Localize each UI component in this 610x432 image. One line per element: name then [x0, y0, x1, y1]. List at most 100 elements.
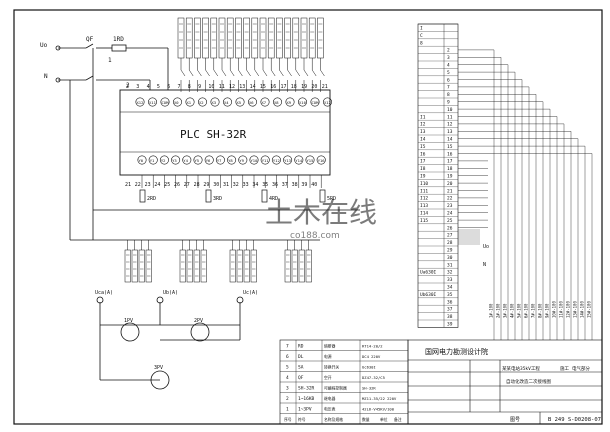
output-terminal	[171, 155, 181, 165]
part-spec: DZ47-32/C5	[362, 375, 385, 380]
watermark-sub: co188.com	[290, 231, 340, 241]
fuse-2rd: 2RD	[147, 196, 156, 202]
part-name: 电压表	[324, 407, 336, 412]
top-terminal-number: 5	[157, 84, 160, 90]
output-terminal-label: Y2	[161, 158, 166, 163]
input-terminal-label: X7	[262, 100, 267, 105]
input-terminal	[322, 97, 332, 107]
output-terminal-label: Y5	[195, 158, 200, 163]
input-terminal-label: X12	[324, 100, 331, 105]
terminal-2: 2	[126, 82, 130, 89]
drop-label: 4#-100	[510, 303, 515, 318]
bottom-terminal-number: 29	[203, 182, 209, 188]
strip-terminal-number: 23	[447, 203, 453, 209]
top-terminal-number: 3	[136, 84, 139, 90]
part-code: 1~16KB	[298, 396, 315, 402]
top-terminal-number: 17	[281, 84, 287, 90]
input-terminal-label: COM	[162, 100, 170, 105]
strip-left-label: Ub630I	[420, 292, 437, 298]
input-terminal	[248, 97, 258, 107]
top-terminal-number: 8	[188, 84, 191, 90]
strip-left-label: I	[420, 26, 423, 32]
strip-terminal-number: 11	[447, 114, 453, 120]
strip-terminal-number: 28	[447, 240, 453, 246]
bottom-terminal-number: 35	[262, 182, 268, 188]
output-terminal	[193, 155, 203, 165]
input-terminal	[210, 97, 220, 107]
strip-terminal-number: 7	[447, 85, 450, 91]
output-terminal-label: Y4	[183, 158, 188, 163]
drop-label: 15#-100	[587, 301, 592, 318]
strip-terminal-number: 15	[447, 144, 453, 150]
strip-terminal-number: 16	[447, 151, 453, 157]
strip-terminal-number: 35	[447, 292, 453, 298]
output-terminal-label: Y11	[262, 158, 270, 163]
part-name: 空开	[324, 375, 332, 380]
output-terminal-label: Y10	[251, 158, 259, 163]
strip-terminal-number: 29	[447, 248, 453, 254]
bottom-terminal-number: 22	[135, 182, 141, 188]
strip-terminal-number: 38	[447, 314, 453, 320]
plc-title: PLC SH-32R	[180, 128, 247, 141]
strip-left-label: Ua630I	[420, 270, 437, 276]
output-terminal	[227, 155, 237, 165]
output-terminal	[316, 155, 326, 165]
input-terminal-label: X0	[174, 100, 179, 105]
input-terminal	[223, 97, 233, 107]
bottom-terminal-number: 26	[174, 182, 180, 188]
input-contact-strip	[177, 17, 325, 92]
top-terminal-number: 16	[270, 84, 276, 90]
part-code: SA	[298, 365, 304, 371]
table-header-cell: 数量	[362, 417, 370, 422]
table-header-cell: 备注	[394, 417, 402, 422]
bottom-terminal-number: 37	[282, 182, 288, 188]
output-terminal	[204, 155, 214, 165]
drop-label: 10#-100	[552, 301, 557, 318]
input-terminal	[297, 97, 307, 107]
output-terminal	[283, 155, 293, 165]
strip-terminal-number: 18	[447, 166, 453, 172]
input-terminal	[135, 97, 145, 107]
input-terminal-label: X4	[224, 100, 229, 105]
drawing-no-label: 图号	[510, 417, 520, 423]
strip-left-label: I12	[420, 196, 428, 202]
part-name: 继电器	[324, 396, 336, 401]
fuse-3rd: 3RD	[213, 196, 222, 202]
output-terminal-label: Y14	[295, 158, 303, 163]
bottom-terminal-number: 34	[252, 182, 258, 188]
input-terminal-label: X10	[299, 100, 307, 105]
table-header-cell: 序号	[284, 417, 292, 422]
strip-left-label: I3	[420, 129, 426, 135]
top-terminal-number: 7	[178, 84, 181, 90]
output-terminal	[249, 155, 259, 165]
top-terminal-number: 14	[250, 84, 256, 90]
bottom-terminal-number: 23	[145, 182, 151, 188]
supply-b-label: Ub(A)	[163, 290, 178, 296]
top-terminal-number: 4	[147, 84, 150, 90]
top-terminal-number: 2	[126, 84, 129, 90]
output-terminal-label: Y0	[139, 158, 144, 163]
top-terminal-number: 18	[291, 84, 297, 90]
strip-terminal-number: 37	[447, 307, 453, 313]
strip-left-label: I15	[420, 218, 428, 224]
bottom-terminal-number: 27	[184, 182, 190, 188]
top-terminal-number: 13	[239, 84, 245, 90]
strip-terminal-number: 39	[447, 322, 453, 328]
fuse-1rd-label: 1RD	[113, 36, 124, 43]
input-terminal	[285, 97, 295, 107]
strip-terminal-number: 33	[447, 277, 453, 283]
strip-terminal-number: 13	[447, 129, 453, 135]
strip-terminal-number: 30	[447, 255, 453, 261]
bottom-terminal-number: 24	[154, 182, 160, 188]
output-terminal-label: Y12	[273, 158, 280, 163]
part-spec: 42L6-V45KV/100	[362, 407, 395, 412]
plc-box	[119, 89, 331, 176]
power-feed	[55, 43, 360, 241]
neutral-label: N	[44, 73, 48, 80]
input-terminal	[148, 97, 158, 107]
uo-label: Uo	[40, 42, 48, 49]
strip-terminal-number: 22	[447, 196, 453, 202]
